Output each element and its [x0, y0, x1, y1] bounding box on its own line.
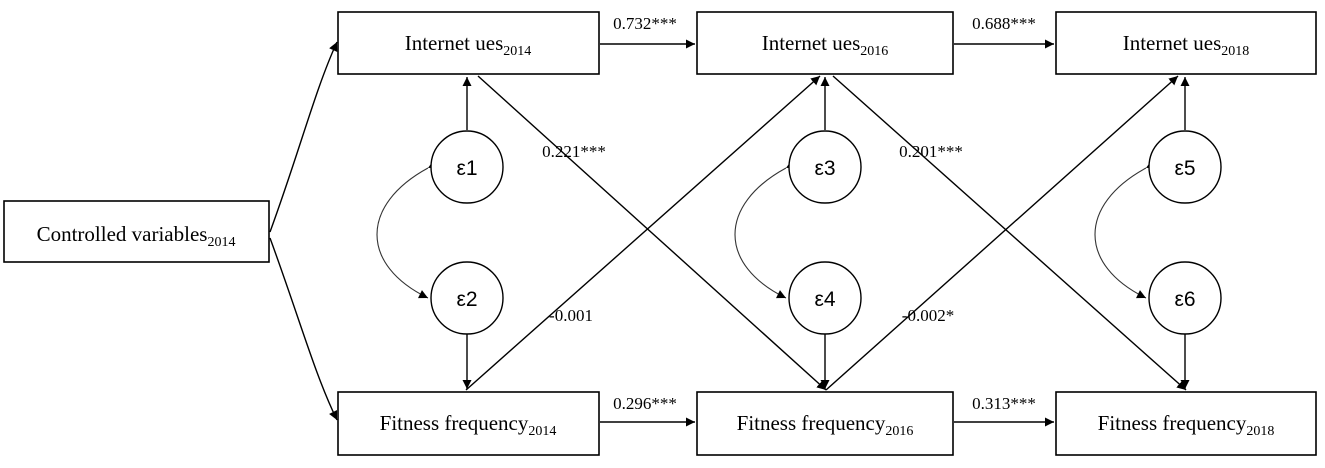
path-fitness-2016-to-internet-2018	[825, 75, 1179, 391]
node-internet-use-2014: Internet ues2014	[337, 11, 600, 75]
error-term-e1: ε1	[430, 130, 504, 204]
coef-fitness-2016-2018: 0.313***	[972, 394, 1036, 413]
path-fitness-2014-to-internet-2016	[465, 75, 821, 391]
node-internet-use-2016: Internet ues2016	[696, 11, 954, 75]
svg-text:Fitness frequency2018: Fitness frequency2018	[1098, 411, 1275, 439]
svg-text:ε1: ε1	[456, 157, 477, 180]
svg-text:Fitness frequency2014: Fitness frequency2014	[380, 411, 557, 439]
path-internet-2016-to-fitness-2018	[832, 75, 1187, 391]
node-fitness-frequency-2016: Fitness frequency2016	[696, 391, 954, 456]
error-term-e4: ε4	[788, 261, 862, 335]
node-controlled-variables-2014: Controlled variables2014	[3, 200, 270, 263]
error-term-e2: ε2	[430, 261, 504, 335]
node-internet-use-2018: Internet ues2018	[1055, 11, 1317, 75]
node-fitness-frequency-2014: Fitness frequency2014	[337, 391, 600, 456]
coef-fitness-2016-internet-2018: -0.002*	[902, 306, 954, 325]
svg-text:ε6: ε6	[1174, 288, 1195, 311]
svg-text:ε4: ε4	[814, 288, 835, 311]
coef-internet-2014-2016: 0.732***	[613, 14, 677, 33]
covariance-e5-e6	[1094, 159, 1157, 299]
coef-fitness-2014-2016: 0.296***	[613, 394, 677, 413]
path-controlled-to-fitness-2014	[269, 237, 338, 421]
coef-internet-2016-fitness-2018: 0.201***	[899, 142, 963, 161]
svg-text:Internet ues2018: Internet ues2018	[1123, 31, 1250, 59]
svg-text:Fitness frequency2016: Fitness frequency2016	[737, 411, 914, 439]
svg-text:ε2: ε2	[456, 288, 477, 311]
error-term-e3: ε3	[788, 130, 862, 204]
path-controlled-to-internet-2014	[269, 41, 338, 233]
svg-text:ε3: ε3	[814, 157, 835, 180]
svg-text:Internet ues2014: Internet ues2014	[405, 31, 532, 59]
coef-internet-2014-fitness-2016: 0.221***	[542, 142, 606, 161]
node-fitness-frequency-2018: Fitness frequency2018	[1055, 391, 1317, 456]
covariance-e3-e4	[734, 159, 797, 299]
error-term-e6: ε6	[1148, 261, 1222, 335]
error-term-e5: ε5	[1148, 130, 1222, 204]
coef-fitness-2014-internet-2016: -0.001	[549, 306, 593, 325]
coef-internet-2016-2018: 0.688***	[972, 14, 1036, 33]
svg-text:Internet ues2016: Internet ues2016	[762, 31, 889, 59]
svg-text:Controlled variables2014: Controlled variables2014	[37, 222, 236, 250]
path-internet-2014-to-fitness-2016	[477, 75, 827, 391]
svg-text:ε5: ε5	[1174, 157, 1195, 180]
covariance-e1-e2	[376, 159, 439, 299]
